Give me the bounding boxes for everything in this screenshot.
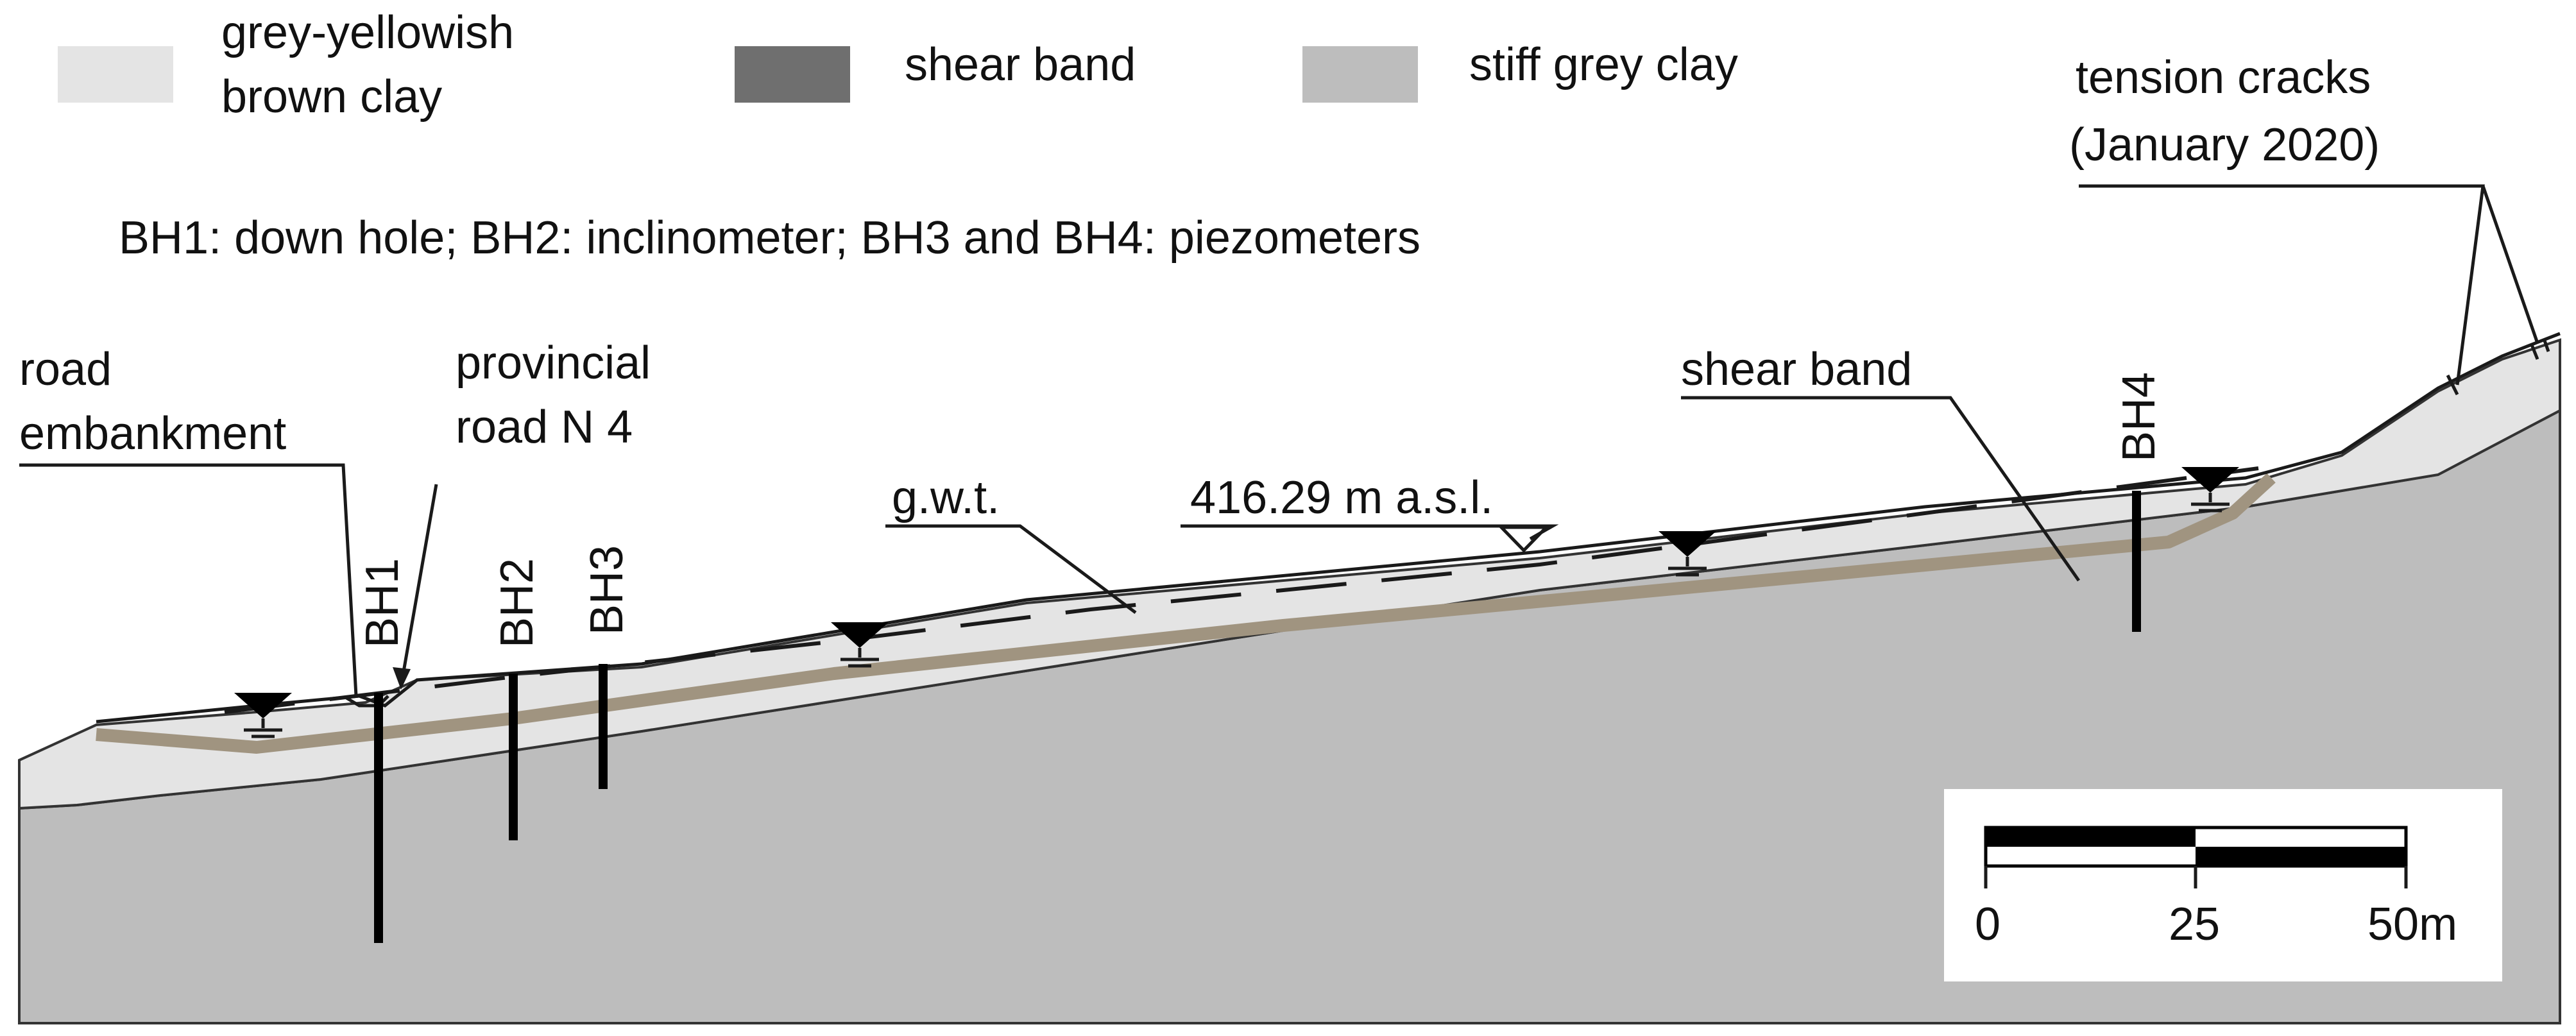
road-embankment-outline <box>345 695 389 708</box>
provincial-road-label-line2: road N 4 <box>456 402 633 453</box>
gwt-label: g.w.t. <box>892 472 1000 523</box>
scale-bar <box>1984 826 2408 888</box>
elevation-leader <box>1181 524 1559 541</box>
borehole-label-bh3: BH3 <box>581 545 633 635</box>
provincial-road-arrow <box>399 484 438 687</box>
legend-label-brown-clay-line2: brown clay <box>221 71 442 123</box>
legend-swatch-brown-clay <box>58 46 173 103</box>
road-embankment-label-line2: embankment <box>19 408 286 459</box>
elevation-marker <box>1497 525 1550 553</box>
scale-bar-box <box>1944 789 2502 981</box>
groundwater-table-line <box>224 466 2259 714</box>
borehole-label-bh1: BH1 <box>357 558 408 648</box>
legend-label-brown-clay-line1: grey-yellowish <box>221 7 514 58</box>
road-embankment-leader <box>19 463 358 697</box>
tension-cracks-leader-2 <box>2481 185 2539 344</box>
legend-label-stiff-grey-clay: stiff grey clay <box>1469 39 1738 90</box>
scale-tick-25: 25 <box>2169 899 2220 950</box>
elevation-label: 416.29 m a.s.l. <box>1190 472 1493 523</box>
borehole-label-bh4: BH4 <box>2113 372 2165 462</box>
tension-crack-1 <box>2446 374 2459 396</box>
legend-swatch-shear-band <box>735 46 850 103</box>
tension-crack-3 <box>2542 338 2550 352</box>
water-level-marker <box>831 622 889 668</box>
scale-tick-50m: 50m <box>2367 899 2457 950</box>
provincial-road-arrowhead <box>393 667 411 690</box>
road-embankment-label-line1: road <box>19 344 112 395</box>
legend-swatch-stiff-grey-clay <box>1302 46 1418 103</box>
scale-tick-0: 0 <box>1975 899 2000 950</box>
water-level-marker <box>234 693 292 738</box>
water-level-marker <box>1659 531 1716 577</box>
tension-crack-2 <box>2529 343 2539 360</box>
shear-band-layer <box>96 473 2276 754</box>
tension-cracks-label-line2: (January 2020) <box>2069 119 2380 171</box>
borehole-note: BH1: down hole; BH2: inclinometer; BH3 a… <box>119 212 1420 264</box>
water-level-marker <box>2181 467 2239 513</box>
tension-cracks-leader <box>2079 184 2485 386</box>
legend-label-shear-band: shear band <box>905 39 1136 90</box>
shear-band-leader <box>1681 396 2081 582</box>
ground-surface-line <box>96 332 2561 724</box>
borehole-label-bh2: BH2 <box>491 558 543 648</box>
provincial-road-label-line1: provincial <box>456 337 651 389</box>
tension-cracks-label-line1: tension cracks <box>2076 52 2371 103</box>
shear-band-annotation: shear band <box>1681 344 1912 395</box>
gwt-leader <box>885 524 1137 614</box>
